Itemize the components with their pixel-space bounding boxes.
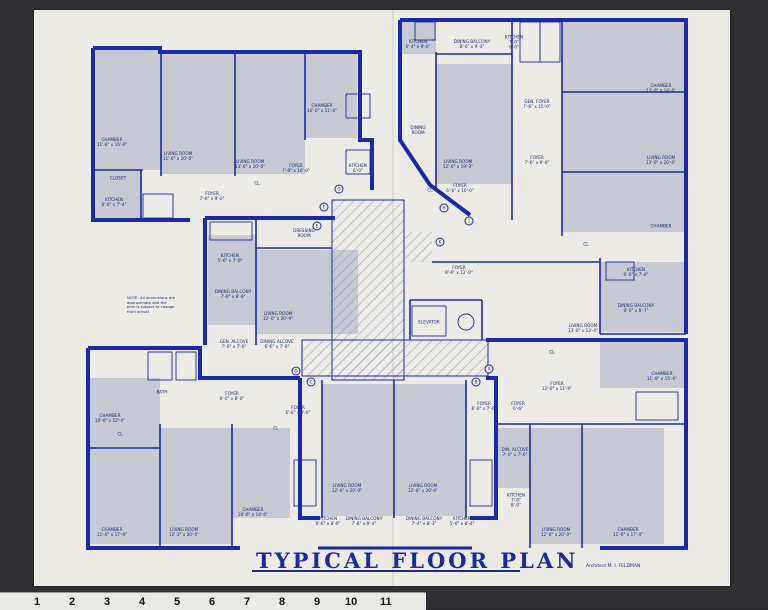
room-label: CHAMBER 10'-0" x 11'-0" [306,103,338,113]
room-label: FOYER 6'-6" x 8'-0" [285,405,311,415]
apartment-letter-a: A [487,366,491,372]
room-label: FOYER 7'-0" x 10'-0" [282,163,310,173]
ruler-tick-label: 3 [104,596,111,608]
apartment-letter-b: B [474,379,478,385]
ruler-tick-label: 2 [69,596,76,608]
room-label: CHAMBER 11'-6" x 17'-4" [612,527,644,537]
closet-label: CL [549,349,555,355]
room-label: LIVING ROOM 12'-0" x 19'-3" [442,159,474,169]
room-label: DINING BALCONY 7'-0" x 8'-6" [214,289,252,299]
room-label: CHAMBER 11'-0" x 17'-0" [96,527,128,537]
apartment-letter-e: E [315,223,319,229]
apartment-letter-i: I [468,218,470,224]
closet-label: CL [427,187,433,193]
apartment-letter-f: F [322,204,326,210]
ruler-tick-label: 5 [174,596,181,608]
room-label: LIVING ROOM 13'-0" x 20'-0" [234,159,266,169]
room-label: FOYER 7'-6" x 9'-0" [524,155,550,165]
closet-label: CL [117,431,123,437]
closet-label: CL [254,180,260,186]
plan-title: TYPICAL FLOOR PLAN [256,548,579,573]
ruler-tick-label: 11 [380,596,392,608]
room-label: KITCHEN 6'-6" x 8'-0" [315,516,341,526]
room-label: LIVING ROOM 12'-6" x 20'-0" [407,483,439,493]
apartment-letter-g: G [337,186,341,192]
room-label: FOYER 8'-0" x 8'-0" [219,391,245,401]
room-label: DINING BALCONY 7'-6" x 9'-4" [345,516,383,526]
closet-label: CL [273,425,279,431]
room-label: GEN. FOYER 7'-6" x 15'-0" [523,99,551,109]
title-underline [252,570,520,572]
room-label: CHAMBER 13'-0" x 14'-6" [645,83,677,93]
central-corridor [301,199,489,381]
apartment-letter-c: C [309,379,313,385]
ruler-tick-label: 4 [139,596,146,608]
room-label: LIVING ROOM 12'-0" x 20'-9" [262,311,294,321]
room-label: CHAMBER 11'-0" x 15'-6" [646,371,678,381]
room-label: KITCHEN 6'-0" x 7'-0" [623,267,649,277]
apartment-letter-h: H [442,205,446,211]
room-label: CHAMBER 11'-6" x 16'-0" [96,137,128,147]
room-label: FOYER 12'-0" x 11'-9" [541,381,573,391]
room-label: DINING ALCOVE 6'-6" x 7'-0" [260,339,294,349]
room-label: LIVING ROOM 11'-0" x 20'-0" [162,151,194,161]
ruler-tick-label: 8 [279,596,286,608]
room-fills [90,22,684,544]
room-label: KITCHEN 5'-6" x 7'-0" [217,253,243,263]
room-label: DINING BALCONY 7'-4" x 8'-3" [405,516,443,526]
room-label: KITCHEN 6'-4" x 9'-0" [405,39,431,49]
room-label: KITCHEN 7'-0" 9'-0" [504,34,524,50]
ruler-tick-label: 9 [314,596,321,608]
room-label: ELEVATOR [418,319,440,325]
room-label: DRESSING ROOM [293,228,315,238]
room-label: FOYER 6'-6" x 10'-0" [446,183,474,193]
room-label: LIVING ROOM 12'-6" x 20'-0" [331,483,363,493]
apartment-letter-k: K [438,239,442,245]
fixtures [142,21,679,507]
room-label: KITCHEN 7'-0" 8'-0" [506,492,526,508]
room-label: DINING BALCONY 8'-0" x 8'-7" [617,303,655,313]
walls [86,18,688,550]
room-label: LIVING ROOM 13'-0" x 20'-0" [645,155,677,165]
scale-ruler: 1 2 3 4 5 6 7 8 9 10 11 [0,592,426,610]
interior-walls [90,20,686,548]
room-label: LIVING ROOM 12'-0" x 20'-0" [540,527,572,537]
room-label: FOYER 7'-6" x 9'-0" [199,191,225,201]
bath-label: BATH [156,389,168,395]
ruler-tick-label: 10 [345,596,358,608]
ruler-tick-label: 1 [34,596,41,608]
room-label: CHAMBER 10'-6" x 14'-0" [237,507,269,517]
room-label: DINING ROOM [410,125,426,135]
room-label: FOYER 8'-6" x 12'-0" [445,265,473,275]
ruler-tick-label: 6 [209,596,216,608]
apartment-letter-d: D [294,368,298,374]
architect-credit: Architect M. I. FELDMAN [586,564,641,569]
room-label: FOYER 6'-0" x 7'-6" [471,401,497,411]
room-label: KITCHEN 5'-6" x 8'-4" [449,516,475,526]
room-label: DIN. ALCOVE 7'-0" x 7'-6" [501,447,529,457]
room-label: CHAMBER 10'-0" x 12'-0" [94,413,126,423]
ruler-tick-label: 7 [244,596,251,608]
plan-note: NOTE: All dimensions are approximate and… [127,295,175,314]
room-label: LIVING ROOM 13'-0" x 13'-0" [567,323,599,333]
closet-label: CL [583,241,589,247]
room-label: KITCHEN 6'-0" [348,163,368,173]
room-label: GEN. ALCOVE 7'-0" x 7'-0" [219,339,249,349]
room-label: CHAMBER [650,223,672,229]
room-label: CLOSET [109,175,127,181]
room-label: FOYER 6'-6" [511,401,525,411]
room-label: LIVING ROOM 12'-3" x 20'-0" [168,527,200,537]
room-label: DINING BALCONY 8'-6" x 9'-4" [453,39,491,49]
room-label: KITCHEN 8'-0" x 7'-4" [101,197,127,207]
